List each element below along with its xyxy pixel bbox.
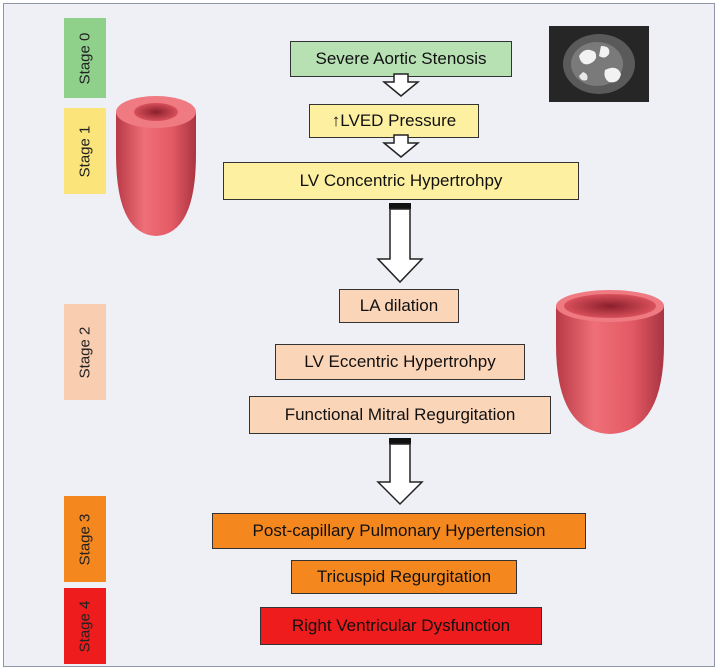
heart-eccentric-icon xyxy=(556,290,664,434)
box-post-capillary-pulmonary-hypertension: Post-capillary Pulmonary Hypertension xyxy=(212,513,586,549)
ct-scan-image xyxy=(549,26,649,102)
box-lv-concentric-hypertrophy: LV Concentric Hypertrohpy xyxy=(223,162,579,200)
arrow-small-2 xyxy=(381,134,421,158)
heart-concentric-icon xyxy=(116,96,196,236)
stage-1-label: Stage 1 xyxy=(64,108,106,194)
box-tricuspid-regurgitation: Tricuspid Regurgitation xyxy=(291,560,517,594)
box-lv-eccentric-hypertrophy: LV Eccentric Hypertrohpy xyxy=(275,344,525,380)
stage-3-label: Stage 3 xyxy=(64,496,106,582)
arrow-big-2-cap xyxy=(389,438,411,444)
stage-2-label: Stage 2 xyxy=(64,304,106,400)
stage-4-label: Stage 4 xyxy=(64,588,106,664)
box-right-ventricular-dysfunction: Right Ventricular Dysfunction xyxy=(260,607,542,645)
arrow-big-2 xyxy=(376,443,424,506)
box-severe-aortic-stenosis: Severe Aortic Stenosis xyxy=(290,41,512,77)
stage-0-label: Stage 0 xyxy=(64,18,106,98)
arrow-small-1 xyxy=(381,73,421,97)
box-lved-pressure: ↑LVED Pressure xyxy=(309,104,479,138)
arrow-big-1-cap xyxy=(389,203,411,209)
diagram-frame: Stage 0 Stage 1 Stage 2 Stage 3 Stage 4 … xyxy=(3,3,715,667)
box-la-dilation: LA dilation xyxy=(339,289,459,323)
arrow-big-1 xyxy=(376,208,424,284)
connectors-layer xyxy=(116,73,664,506)
box-functional-mitral-regurgitation: Functional Mitral Regurgitation xyxy=(249,396,551,434)
